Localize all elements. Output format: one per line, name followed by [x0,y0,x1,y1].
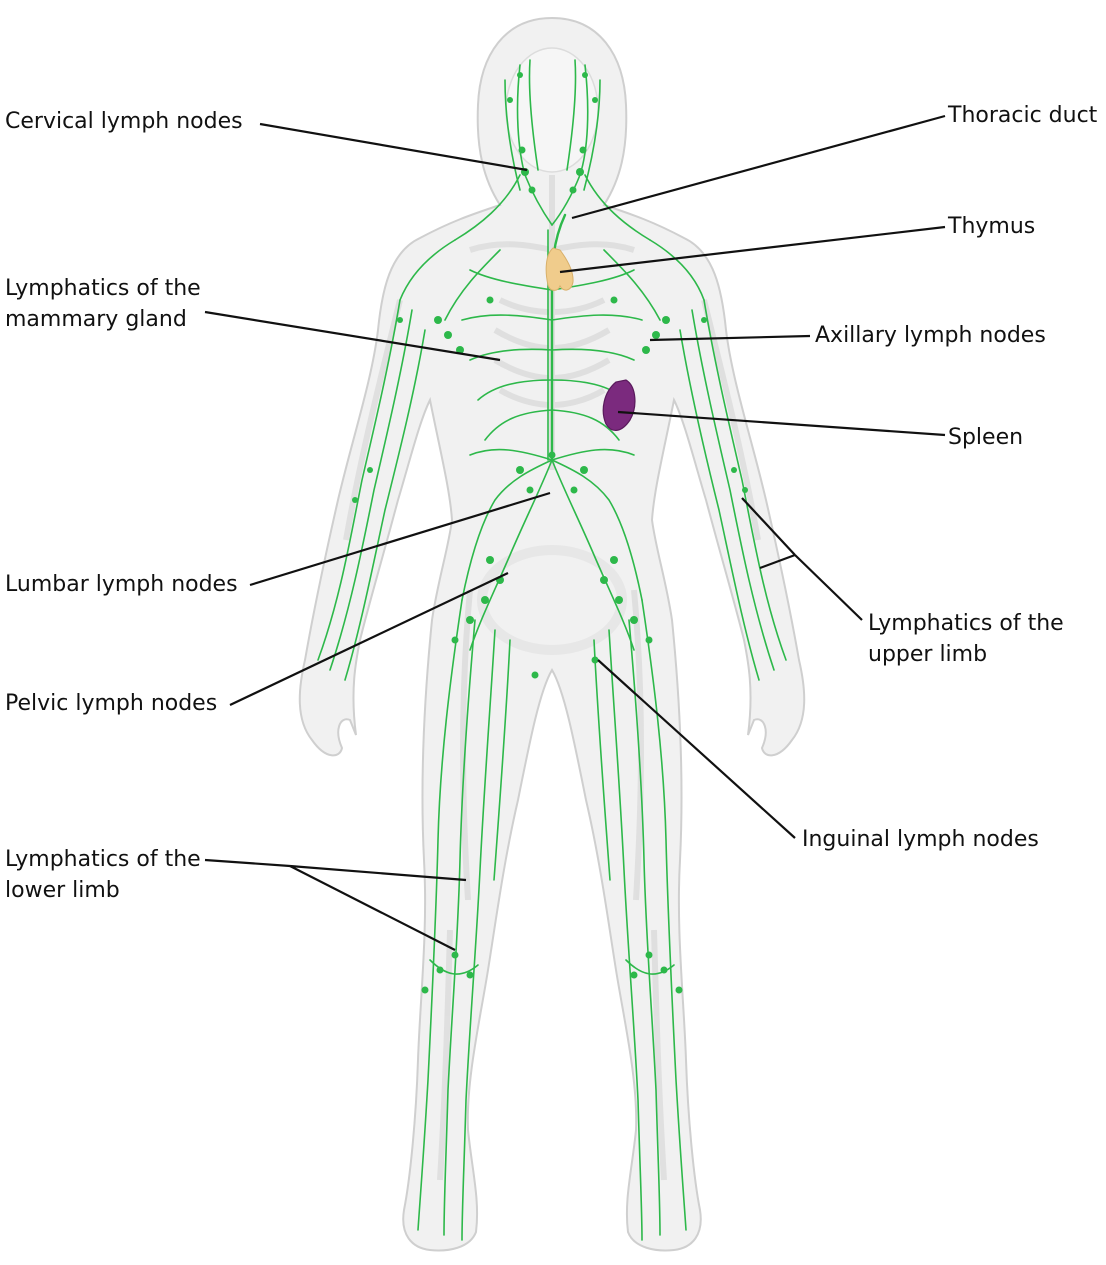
label-line-1: Lymphatics of the [868,611,1064,636]
spleen [602,379,636,431]
leader-cervical [259,122,528,172]
leader-pelvic [229,572,509,706]
lymph-nodes [352,72,748,994]
leader-lower-limb-a [204,858,291,868]
leader-inguinal [597,659,796,839]
label-lower-limb: Lymphatics of the lower limb [5,844,201,906]
thymus [545,247,574,291]
label-lumbar-lymph-nodes: Lumbar lymph nodes [5,569,238,600]
head-outline [298,16,806,1252]
label-line-1: Lymphatics of the [5,847,201,872]
leader-upper-limb-a [794,554,863,621]
label-text: Inguinal lymph nodes [802,827,1039,852]
label-text: Spleen [948,425,1024,450]
leader-thoracic [571,114,946,220]
lymph-network [317,59,787,1241]
label-pelvic-lymph-nodes: Pelvic lymph nodes [5,688,217,719]
label-line-2: mammary gland [5,307,187,332]
leader-lower-limb-c [289,865,456,951]
leader-lower-limb-b [289,864,467,882]
leader-lumbar [249,491,551,587]
leader-axillary [649,334,811,342]
label-spleen: Spleen [948,422,1023,453]
label-upper-limb: Lymphatics of the upper limb [868,608,1064,670]
leader-mammary [204,310,501,362]
label-text: Axillary lymph nodes [815,323,1046,348]
label-line-2: lower limb [5,878,120,903]
label-text: Lumbar lymph nodes [5,572,238,597]
label-thymus: Thymus [948,211,1035,242]
leader-lines [204,114,946,951]
label-text: Thymus [948,214,1036,239]
leader-thymus [559,225,946,274]
label-line-2: upper limb [868,642,988,667]
leader-upper-limb-b [741,497,796,556]
label-line-1: Lymphatics of the [5,276,201,301]
label-text: Thoracic duct [948,103,1098,128]
label-text: Pelvic lymph nodes [5,691,218,716]
label-mammary-gland: Lymphatics of the mammary gland [5,273,201,335]
label-text: Cervical lymph nodes [5,109,243,134]
leader-spleen [617,410,946,437]
leader-upper-limb-c [759,553,796,570]
label-axillary-lymph-nodes: Axillary lymph nodes [815,320,1046,351]
label-thoracic-duct: Thoracic duct [948,100,1097,131]
label-cervical-lymph-nodes: Cervical lymph nodes [5,106,243,137]
label-inguinal-lymph-nodes: Inguinal lymph nodes [802,824,1039,855]
